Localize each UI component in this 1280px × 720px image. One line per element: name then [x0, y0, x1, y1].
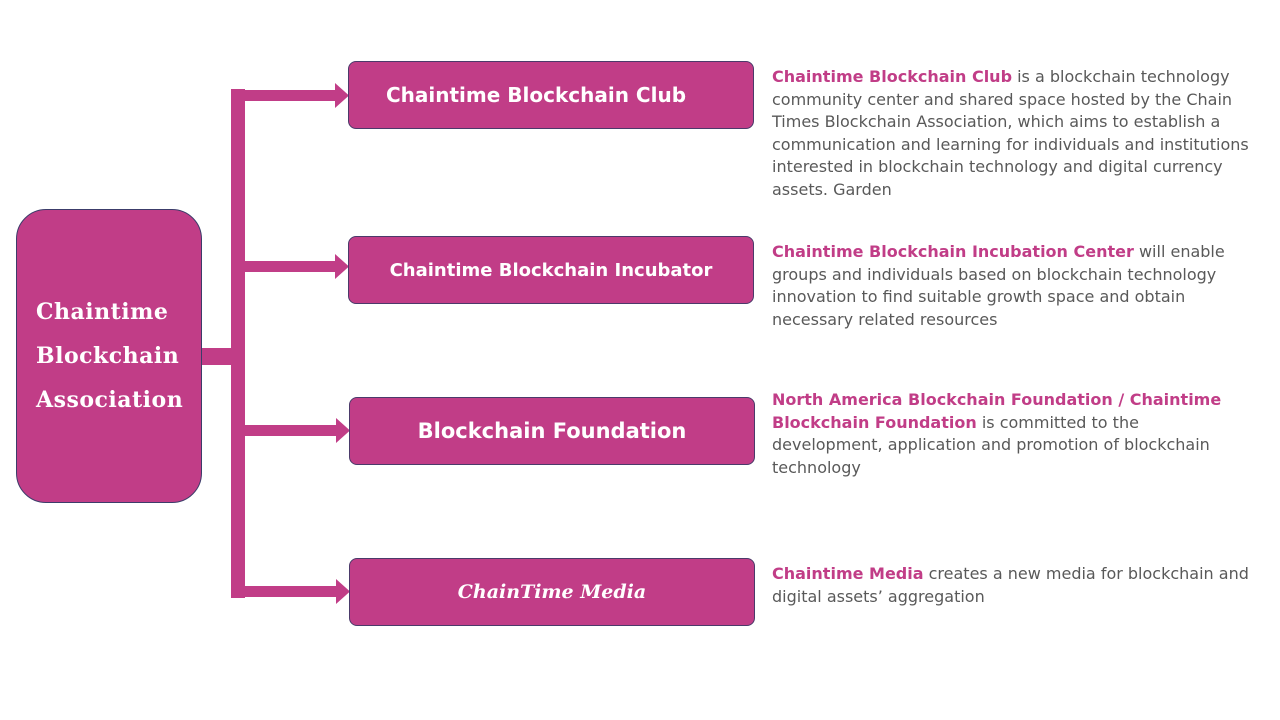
description-text: creates a new media for blockchain and d…: [772, 564, 1249, 606]
arrow-to-incubator: [245, 254, 349, 279]
description-highlight: Chaintime Media: [772, 564, 924, 583]
arrow-to-foundation: [245, 418, 350, 443]
description-highlight: North America Blockchain Foundation / Ch…: [772, 390, 1222, 432]
description-highlight: Chaintime Blockchain Incubation Center: [772, 242, 1134, 261]
description-text: will enable groups and individuals based…: [772, 242, 1225, 329]
description-text: is committed to the development, applica…: [772, 412, 1210, 477]
root-label-line: Association: [36, 387, 184, 413]
vertical-trunk: [231, 89, 245, 598]
node-blockchain-incubator: Chaintime Blockchain Incubator: [348, 236, 754, 304]
description-highlight: Chaintime Blockchain Club: [772, 67, 1013, 86]
description-media: Chaintime Media creates a new media for …: [772, 563, 1252, 608]
node-blockchain-club: Chaintime Blockchain Club: [348, 61, 754, 129]
arrow-to-club: [245, 83, 349, 108]
description-text: is a blockchain technology community cen…: [772, 67, 1249, 199]
node-chaintime-media: ChainTime Media: [349, 558, 755, 626]
arrow-to-media: [245, 579, 350, 604]
description-incubator: Chaintime Blockchain Incubation Center w…: [772, 241, 1252, 331]
node-blockchain-foundation: Blockchain Foundation: [349, 397, 755, 465]
root-node-association: Chaintime Blockchain Association: [16, 209, 202, 503]
description-foundation: North America Blockchain Foundation / Ch…: [772, 389, 1252, 479]
root-label-line: Chaintime: [36, 299, 169, 325]
root-label-line: Blockchain: [36, 343, 180, 369]
description-club: Chaintime Blockchain Club is a blockchai…: [772, 66, 1252, 201]
root-stem: [202, 348, 238, 365]
